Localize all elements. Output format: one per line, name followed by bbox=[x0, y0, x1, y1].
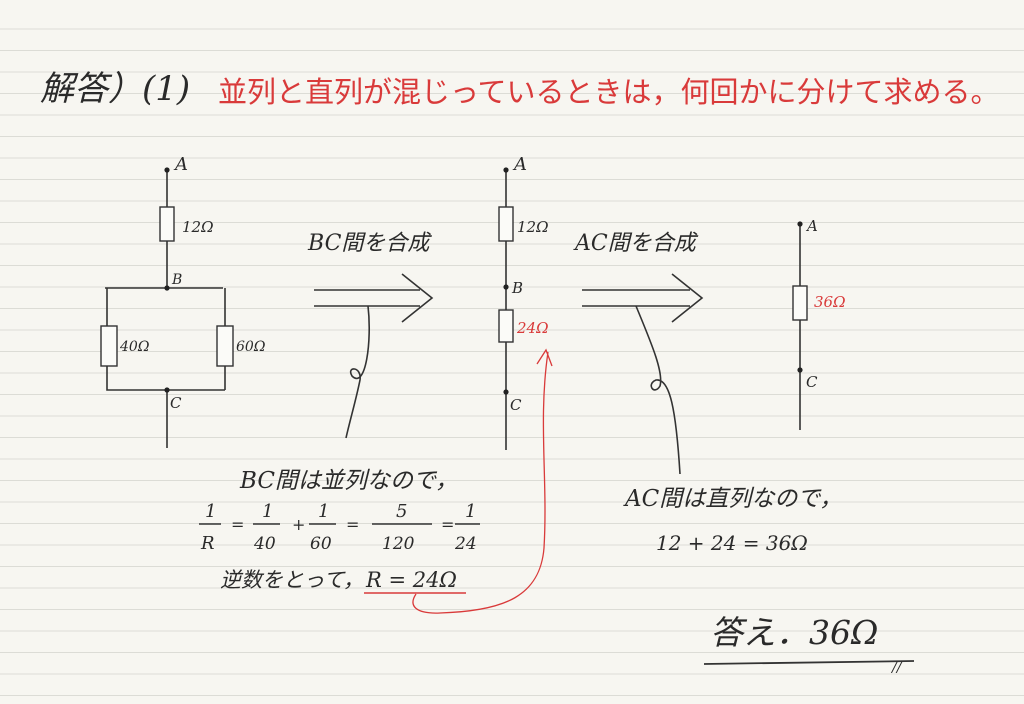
eq-sign: = bbox=[441, 515, 454, 534]
answer-underline bbox=[703, 660, 915, 665]
frac-4-den: 120 bbox=[382, 534, 415, 554]
arrow-2-pointer-curve bbox=[635, 305, 681, 475]
answer-end-mark: // bbox=[890, 660, 903, 676]
arrow-1-pointer-curve bbox=[345, 305, 371, 439]
node-a-label: A bbox=[173, 154, 188, 175]
answer-heading-label: 解答）(1) bbox=[40, 69, 190, 109]
frac-2-den: 40 bbox=[253, 534, 276, 554]
circuit-1: A B C 12Ω 40Ω 60Ω bbox=[100, 154, 266, 448]
frac-1-den: R bbox=[200, 533, 215, 554]
node-c-label: C bbox=[806, 373, 818, 391]
node-a-dot bbox=[797, 221, 803, 227]
frac-5-num: 1 bbox=[465, 501, 476, 522]
double-arrow-1 bbox=[314, 273, 434, 323]
frac-4-num: 5 bbox=[396, 501, 407, 522]
frac-1-num: 1 bbox=[205, 501, 216, 522]
frac-3-num: 1 bbox=[318, 501, 329, 522]
node-b-dot bbox=[503, 284, 509, 290]
node-a-label: A bbox=[512, 154, 527, 175]
resistor-40-ohm bbox=[100, 325, 118, 367]
plus-sign: + bbox=[292, 515, 305, 534]
answer-text: 答え．36Ω bbox=[710, 613, 878, 652]
red-link-arrow bbox=[412, 351, 549, 614]
node-c-dot bbox=[503, 389, 509, 395]
resistor-top-label: 12Ω bbox=[182, 218, 214, 236]
red-arrow-head bbox=[536, 348, 553, 367]
node-c-label: C bbox=[170, 394, 182, 412]
heading-note: 並列と直列が混じっているときは，何回かに分けて求める。 bbox=[218, 75, 1000, 109]
eq-sign: = bbox=[231, 515, 244, 534]
arrow-2: AC間を合成 bbox=[573, 231, 704, 475]
node-b-dot bbox=[164, 285, 170, 291]
node-b-label: B bbox=[171, 272, 182, 288]
frac-5-den: 24 bbox=[454, 534, 477, 554]
node-b-label: B bbox=[511, 279, 523, 297]
double-arrow-2 bbox=[582, 273, 704, 323]
node-a-label: A bbox=[805, 217, 818, 235]
arrow-1: BC間を合成 bbox=[307, 231, 434, 439]
resistor-mid-label: 24Ω bbox=[516, 319, 549, 337]
resistor-top-label: 12Ω bbox=[517, 218, 549, 236]
resistor-24-ohm bbox=[498, 309, 514, 343]
bc-result: R = 24Ω bbox=[365, 568, 457, 592]
node-c-label: C bbox=[510, 396, 522, 414]
ac-explanation-line: AC間は直列なので， bbox=[623, 486, 842, 512]
reciprocal-text: 逆数をとって， bbox=[220, 568, 364, 592]
resistor-left-label: 40Ω bbox=[119, 339, 150, 355]
resistor-label: 36Ω bbox=[814, 293, 846, 311]
circuit-3: A C 36Ω bbox=[792, 217, 846, 430]
eq-sign: = bbox=[346, 515, 359, 534]
node-a-dot bbox=[503, 167, 509, 173]
frac-2-num: 1 bbox=[262, 501, 273, 522]
resistor-36-ohm bbox=[792, 285, 808, 321]
arrow-2-label: AC間を合成 bbox=[573, 231, 699, 256]
resistor-60-ohm bbox=[216, 325, 234, 367]
arrow-1-label: BC間を合成 bbox=[307, 231, 432, 256]
resistor-12-ohm bbox=[498, 206, 514, 242]
ac-sum: 12 + 24 = 36Ω bbox=[656, 531, 808, 555]
bc-explanation: BC間は並列なので， 1 R = 1 40 + 1 60 = 5 120 = 1… bbox=[199, 468, 480, 594]
circuit-2: A B C 12Ω 24Ω bbox=[498, 154, 549, 450]
resistor-12-ohm bbox=[159, 206, 175, 242]
node-c-dot bbox=[797, 367, 803, 373]
final-answer: 答え．36Ω // bbox=[703, 613, 915, 676]
node-c-dot bbox=[164, 387, 170, 393]
bc-explanation-line: BC間は並列なので， bbox=[239, 468, 458, 494]
frac-3-den: 60 bbox=[310, 534, 332, 554]
ac-explanation: AC間は直列なので， 12 + 24 = 36Ω bbox=[623, 486, 842, 555]
resistor-right-label: 60Ω bbox=[236, 339, 266, 355]
node-a-dot bbox=[164, 167, 170, 173]
